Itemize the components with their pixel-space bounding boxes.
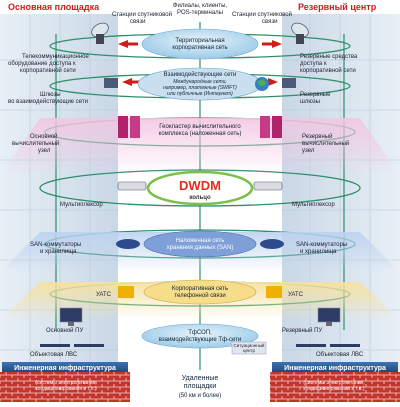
building-grid: [0, 14, 400, 384]
lan-left-label: Объектовая ЛВС: [30, 352, 78, 358]
gateway-left-icon: [104, 78, 118, 88]
tfop-label: ТфСОП,взаимодействующие Тф-сети: [159, 330, 242, 343]
globe-icon: [255, 77, 269, 91]
lan-right-icon: [296, 344, 360, 347]
main-site-building: [0, 14, 118, 384]
infra-left-label: Инженерная инфраструктура: [14, 365, 116, 372]
pbx-icon: [266, 286, 282, 298]
interacting-networks-block: Взаимодействующие сети Международные сет…: [137, 67, 263, 101]
pbx-icon: [118, 286, 134, 298]
brick-base-left: [0, 372, 130, 402]
tfop-block: ТфСОП,взаимодействующие Тф-сети: [141, 323, 259, 349]
mux-right-label: Мультиплексор: [292, 202, 335, 208]
interacting-networks-note: Международные сети,например, платежные (…: [163, 79, 237, 97]
reserve-site-building: [282, 14, 400, 384]
server-rack-icon: [260, 116, 282, 138]
infra-right-note: (системы электропитания,кондиционировани…: [303, 380, 365, 392]
pu-left-label: Основной ПУ: [46, 327, 83, 334]
pu-right-label: Резервный ПУ: [282, 327, 322, 334]
geocluster-beam: [0, 118, 400, 175]
main-site-title: Основная площадка: [8, 2, 100, 12]
mux-left-label: Мультиплексор: [60, 202, 103, 208]
storage-disk-icon: [116, 239, 140, 249]
lan-left-icon: [40, 344, 104, 347]
dwdm-title: DWDM: [179, 178, 221, 193]
satellite-dish-icon: [91, 22, 109, 44]
interacting-networks-label: Взаимодействующие сети: [164, 71, 237, 78]
server-rack-icon: [118, 116, 140, 138]
gateway-right-icon: [282, 78, 296, 88]
uats-left-label: УАТС: [96, 292, 112, 298]
brick-base-right: [270, 372, 400, 402]
monitor-icon: [59, 307, 83, 326]
infra-left-note: (системы электропитания,кондиционировани…: [35, 380, 97, 392]
multiplexer-icon: [117, 181, 147, 191]
reserve-site-title: Резервный центр: [298, 2, 377, 12]
lan-right-label: Объектовая ЛВС: [316, 352, 364, 358]
multiplexer-icon: [253, 181, 283, 191]
infra-left-bar: [2, 362, 128, 372]
infra-right-label: Инженерная инфраструктура: [284, 365, 386, 372]
access-arrows: [118, 40, 282, 86]
dwdm-ring-block: DWDM кольцо: [146, 170, 254, 206]
uats-right-label: УАТС: [288, 292, 304, 298]
satellite-dish-icon: [291, 22, 309, 44]
branches-label: Филиалы, клиенты,POS-терминалы: [173, 3, 228, 16]
dwdm-ring-label: кольцо: [189, 195, 211, 201]
monitor-icon: [317, 307, 341, 326]
storage-disk-icon: [260, 239, 284, 249]
infra-right-bar: [272, 362, 398, 372]
remote-note: (50 км и более): [179, 393, 222, 399]
